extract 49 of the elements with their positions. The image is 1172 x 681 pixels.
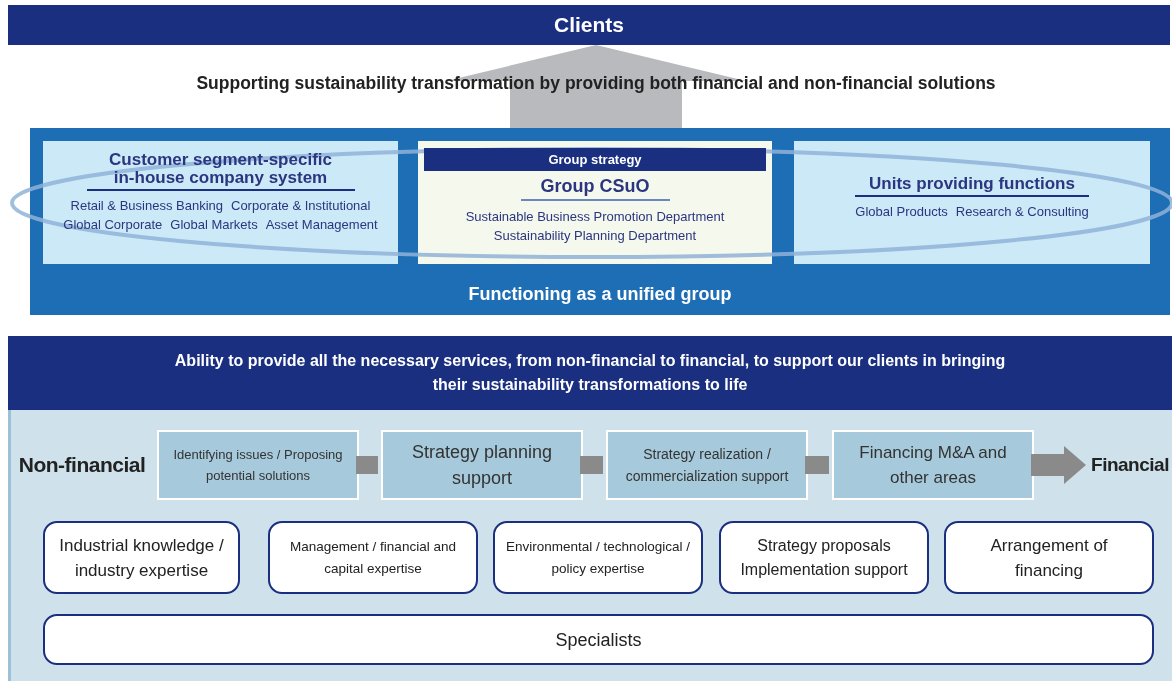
unit-heading: Customer segment-specific in-house company system [86, 151, 355, 191]
unit-name: Retail & Business Banking [70, 197, 223, 214]
unit-name: Corporate & Institutional [231, 197, 371, 214]
strength-heading: Ability to provide all the necessary services, from non-financial to financial, to support our clients in bringing their sustainability transformations to life [8, 336, 1172, 410]
unit-name: Global Corporate [63, 216, 163, 233]
expertise-text: Industrial knowledge / industry expertise [58, 534, 225, 582]
connector-bar [356, 456, 378, 474]
unit-name: Global Markets [170, 216, 258, 233]
arrow [1031, 446, 1086, 484]
expertise-box [493, 521, 703, 594]
band-title: Clients [554, 13, 624, 37]
expertise-box [719, 521, 929, 594]
expertise-text: Arrangement of financing [989, 534, 1109, 582]
step-box [606, 430, 808, 500]
connector-bar [805, 456, 829, 474]
group-frame [30, 128, 1170, 315]
expertise-box [268, 521, 478, 594]
header-band [8, 5, 1170, 45]
edge-label: Supporting sustainability transformation by providing both financial and non-financial solutions [195, 72, 997, 94]
expertise-text: Environmental / technological / policy expertise [505, 538, 691, 578]
unit-heading: Units providing functions [855, 175, 1089, 197]
step-text: Financing M&A and other areas [858, 442, 1008, 489]
department-name: Sustainable Business Promotion Department [464, 208, 726, 226]
unit-name: Global Products [855, 203, 948, 220]
expertise-box [944, 521, 1154, 594]
step-text: Strategy planning support [410, 441, 554, 490]
step-box [832, 430, 1034, 500]
department-name: Sustainability Planning Department [492, 227, 698, 245]
unit-panel [43, 141, 398, 264]
frame-caption: Functioning as a unified group [467, 284, 733, 305]
expertise-text: Strategy proposals Implementation support [739, 535, 909, 580]
unit-name: Research & Consulting [955, 203, 1089, 220]
step-box [381, 430, 583, 500]
specialists-box [43, 614, 1154, 665]
expertise-text: Specialists [555, 628, 642, 652]
expertise-box [43, 521, 240, 594]
strength-panel [8, 336, 1172, 681]
expertise-text: Management / financial and capital expertise [289, 538, 457, 578]
unit-name: Asset Management [265, 216, 378, 233]
strategy-heading: Group CSuO [520, 176, 670, 201]
unit-panel [794, 141, 1150, 264]
step-box [157, 430, 359, 500]
scale-label: Non-financial [18, 453, 146, 477]
strategy-panel [418, 141, 772, 264]
scale-label: Financial [1091, 454, 1169, 476]
step-text: Identifying issues / Proposing potential solutions [172, 446, 344, 485]
connector-bar [580, 456, 603, 474]
strategy-band: Group strategy [424, 148, 766, 171]
step-text: Strategy realization / commercialization support [624, 445, 790, 486]
